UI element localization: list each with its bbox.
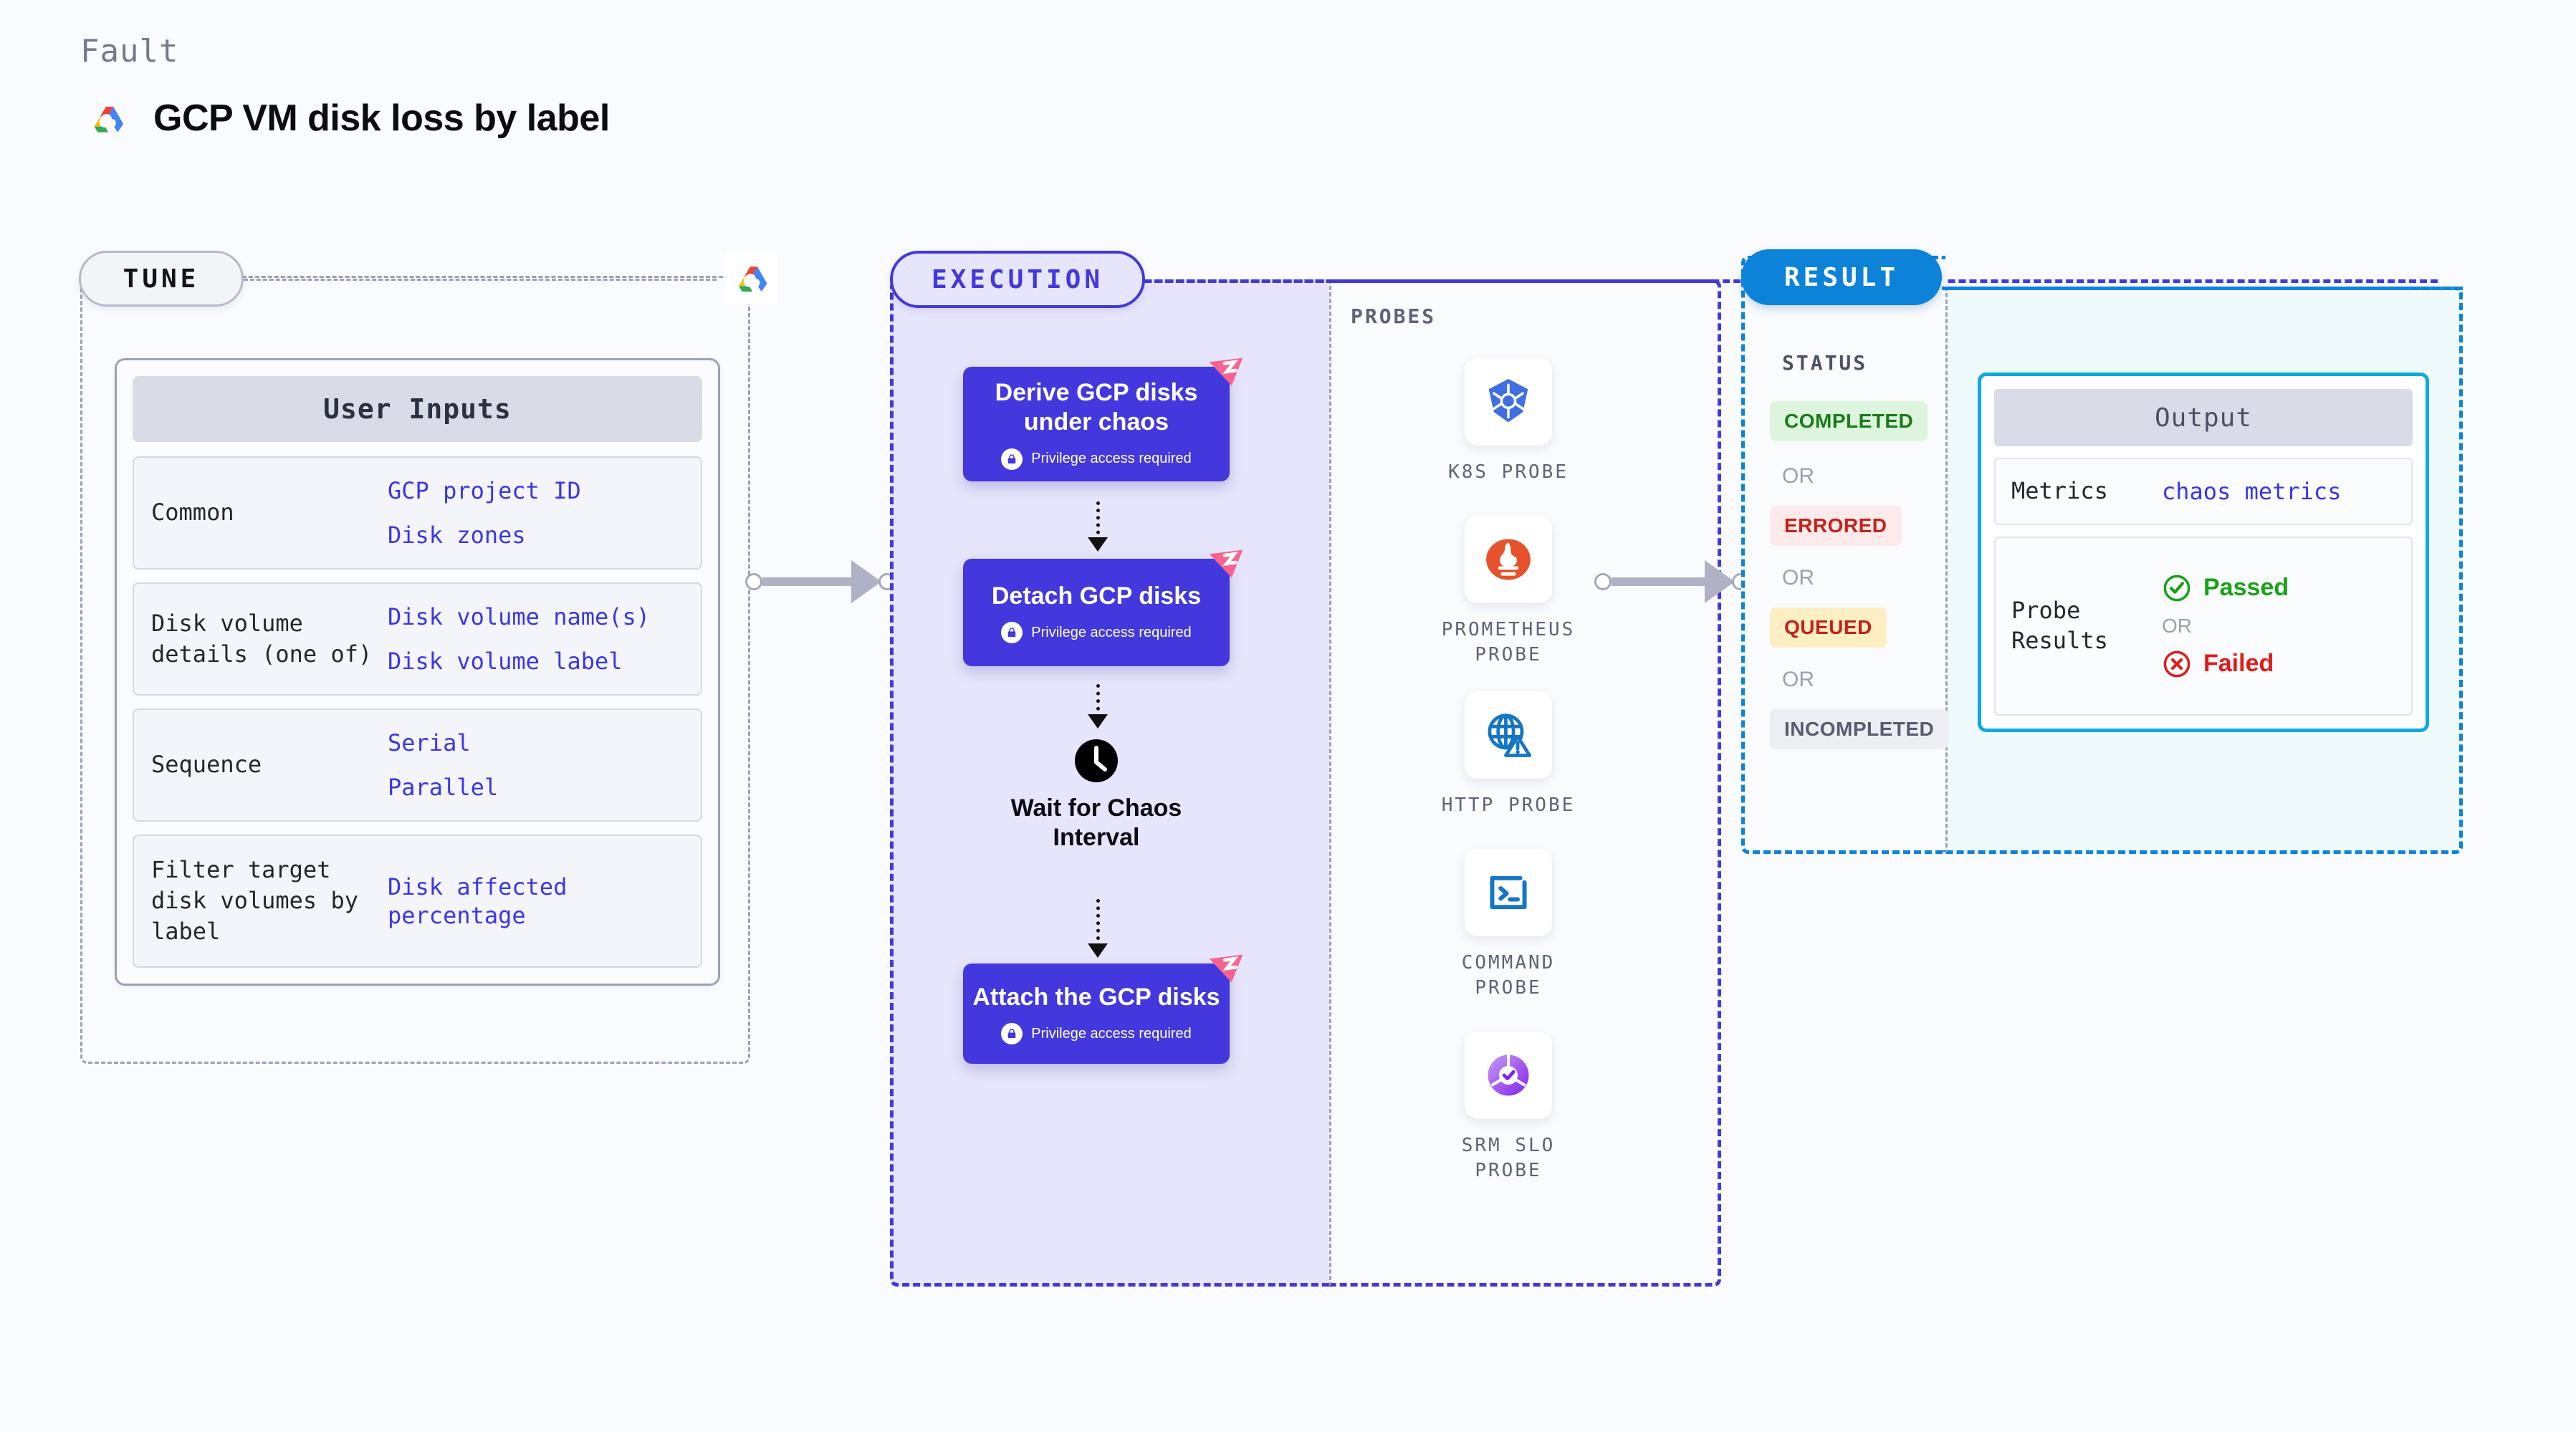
- execution-to-result-connector: [1594, 560, 1749, 603]
- litmus-chaos-icon: [1209, 549, 1243, 578]
- probe-label: HTTP PROBE: [1441, 794, 1576, 816]
- execution-node[interactable]: Attach the GCP disks Privilege access re…: [963, 954, 1243, 1064]
- tune-to-execution-connector: [745, 560, 896, 603]
- litmus-chaos-icon: [1209, 357, 1243, 386]
- table-row: Filter target disk volumes by label Disk…: [133, 835, 702, 968]
- execution-node[interactable]: Derive GCP disks under chaos Privilege a…: [963, 357, 1243, 481]
- terminal-icon: [1465, 849, 1552, 936]
- node-privilege-note: Privilege access required: [1001, 448, 1192, 470]
- flow-arrow: [1088, 684, 1108, 729]
- node-title: Attach the GCP disks: [972, 983, 1220, 1011]
- status-or-label: OR: [1782, 464, 1814, 488]
- connector-line: [1612, 577, 1706, 586]
- input-option[interactable]: Disk affected percentage: [388, 873, 568, 929]
- clock-icon: [1075, 739, 1118, 782]
- probes-section-label: PROBES: [1351, 304, 1437, 328]
- output-card-title: Output: [1994, 389, 2413, 446]
- node-title: Detach GCP disks: [991, 582, 1202, 610]
- page-title: GCP VM disk loss by label: [153, 97, 610, 139]
- input-group-label: Disk volume details (one of): [151, 609, 373, 668]
- probe-item[interactable]: K8S PROBE: [1422, 358, 1594, 485]
- probe-result-failed: Failed: [2162, 649, 2289, 679]
- gcp-logo-icon: [94, 106, 124, 133]
- table-row: Sequence Serial Parallel: [133, 708, 702, 822]
- kubernetes-icon: [1465, 358, 1552, 446]
- wait-node[interactable]: Wait for Chaos Interval: [1003, 738, 1189, 852]
- probe-result-passed: Passed: [2162, 573, 2289, 603]
- status-badge: QUEUED: [1770, 607, 1887, 648]
- input-option[interactable]: Disk volume label: [388, 648, 623, 675]
- node-privilege-note: Privilege access required: [1001, 1023, 1192, 1045]
- privilege-note-text: Privilege access required: [1031, 451, 1192, 467]
- metrics-value[interactable]: chaos metrics: [2162, 477, 2342, 505]
- probe-item[interactable]: COMMAND PROBE: [1422, 849, 1594, 1001]
- input-option[interactable]: Parallel: [388, 774, 499, 801]
- gcp-logo-icon: [725, 252, 777, 304]
- status-badge: ERRORED: [1770, 506, 1902, 546]
- node-privilege-note: Privilege access required: [1001, 622, 1192, 644]
- probe-item[interactable]: PROMETHEUS PROBE: [1422, 516, 1594, 668]
- metrics-label: Metrics: [2011, 477, 2108, 504]
- input-option[interactable]: Disk volume name(s): [388, 603, 651, 630]
- status-badge: INCOMPLETED: [1770, 709, 1949, 749]
- connector-line: [762, 577, 853, 586]
- litmus-chaos-icon: [1209, 954, 1243, 983]
- status-section-label: STATUS: [1782, 351, 1868, 375]
- connector-arrowhead: [1705, 560, 1735, 603]
- input-option[interactable]: Disk zones: [388, 522, 526, 549]
- lock-icon: [1001, 622, 1023, 644]
- input-group-label: Sequence: [151, 751, 262, 779]
- page-kicker: Fault: [80, 33, 179, 69]
- input-group-label: Common: [151, 499, 234, 527]
- probe-label: SRM SLO PROBE: [1461, 1135, 1556, 1182]
- input-option[interactable]: GCP project ID: [388, 477, 581, 504]
- probe-result-passed-text: Passed: [2203, 574, 2289, 602]
- probe-result-or-label: OR: [2162, 614, 2192, 637]
- flow-arrow: [1088, 899, 1108, 958]
- prometheus-icon: [1465, 516, 1552, 603]
- execution-stage-badge[interactable]: EXECUTION: [890, 251, 1145, 308]
- status-or-label: OR: [1782, 668, 1814, 691]
- status-or-label: OR: [1782, 566, 1814, 590]
- probe-result-failed-text: Failed: [2203, 650, 2274, 678]
- check-circle-icon: [2163, 575, 2190, 601]
- tune-panel: [80, 276, 750, 1064]
- lock-icon: [1001, 448, 1023, 470]
- execution-node[interactable]: Detach GCP disks Privilege access requir…: [963, 549, 1243, 666]
- result-stage-badge[interactable]: RESULT: [1741, 249, 1942, 305]
- tune-badge-connector: [244, 279, 717, 281]
- connector-start-dot: [745, 573, 762, 590]
- http-globe-warning-icon: [1465, 691, 1552, 779]
- table-row: Common GCP project ID Disk zones: [133, 456, 702, 570]
- probe-item[interactable]: HTTP PROBE: [1422, 691, 1594, 818]
- node-title: Derive GCP disks under chaos: [995, 379, 1198, 436]
- privilege-note-text: Privilege access required: [1031, 1025, 1192, 1042]
- tune-stage-badge[interactable]: TUNE: [79, 251, 244, 307]
- result-panel: [1741, 256, 1945, 854]
- probe-label: COMMAND PROBE: [1461, 952, 1556, 999]
- srm-slo-icon: [1465, 1032, 1552, 1119]
- page-title-row: GCP VM disk loss by label: [80, 92, 610, 145]
- status-badge: COMPLETED: [1770, 401, 1928, 441]
- user-inputs-card: User Inputs Common GCP project ID Disk z…: [115, 358, 720, 986]
- privilege-note-text: Privilege access required: [1031, 624, 1192, 640]
- connector-arrowhead: [851, 560, 881, 603]
- table-row: Probe Results Passed OR Failed: [1994, 536, 2413, 716]
- lock-icon: [1001, 1023, 1023, 1045]
- input-group-label: Filter target disk volumes by label: [151, 856, 358, 946]
- probe-item[interactable]: SRM SLO PROBE: [1422, 1032, 1594, 1183]
- flow-arrow: [1088, 501, 1108, 552]
- probe-results-label: Probe Results: [2011, 597, 2108, 654]
- input-option[interactable]: Serial: [388, 729, 471, 756]
- connector-start-dot: [1594, 573, 1612, 590]
- probe-label: PROMETHEUS PROBE: [1441, 619, 1576, 666]
- result-badge-connector: [1942, 287, 2463, 290]
- x-circle-icon: [2163, 650, 2190, 677]
- table-row: Disk volume details (one of) Disk volume…: [133, 582, 702, 696]
- output-card: Output Metrics chaos metrics Probe Resul…: [1978, 373, 2429, 732]
- table-row: Metrics chaos metrics: [1994, 458, 2413, 525]
- user-inputs-title: User Inputs: [133, 376, 702, 442]
- probe-label: K8S PROBE: [1448, 461, 1569, 483]
- wait-node-label: Wait for Chaos Interval: [1010, 794, 1182, 851]
